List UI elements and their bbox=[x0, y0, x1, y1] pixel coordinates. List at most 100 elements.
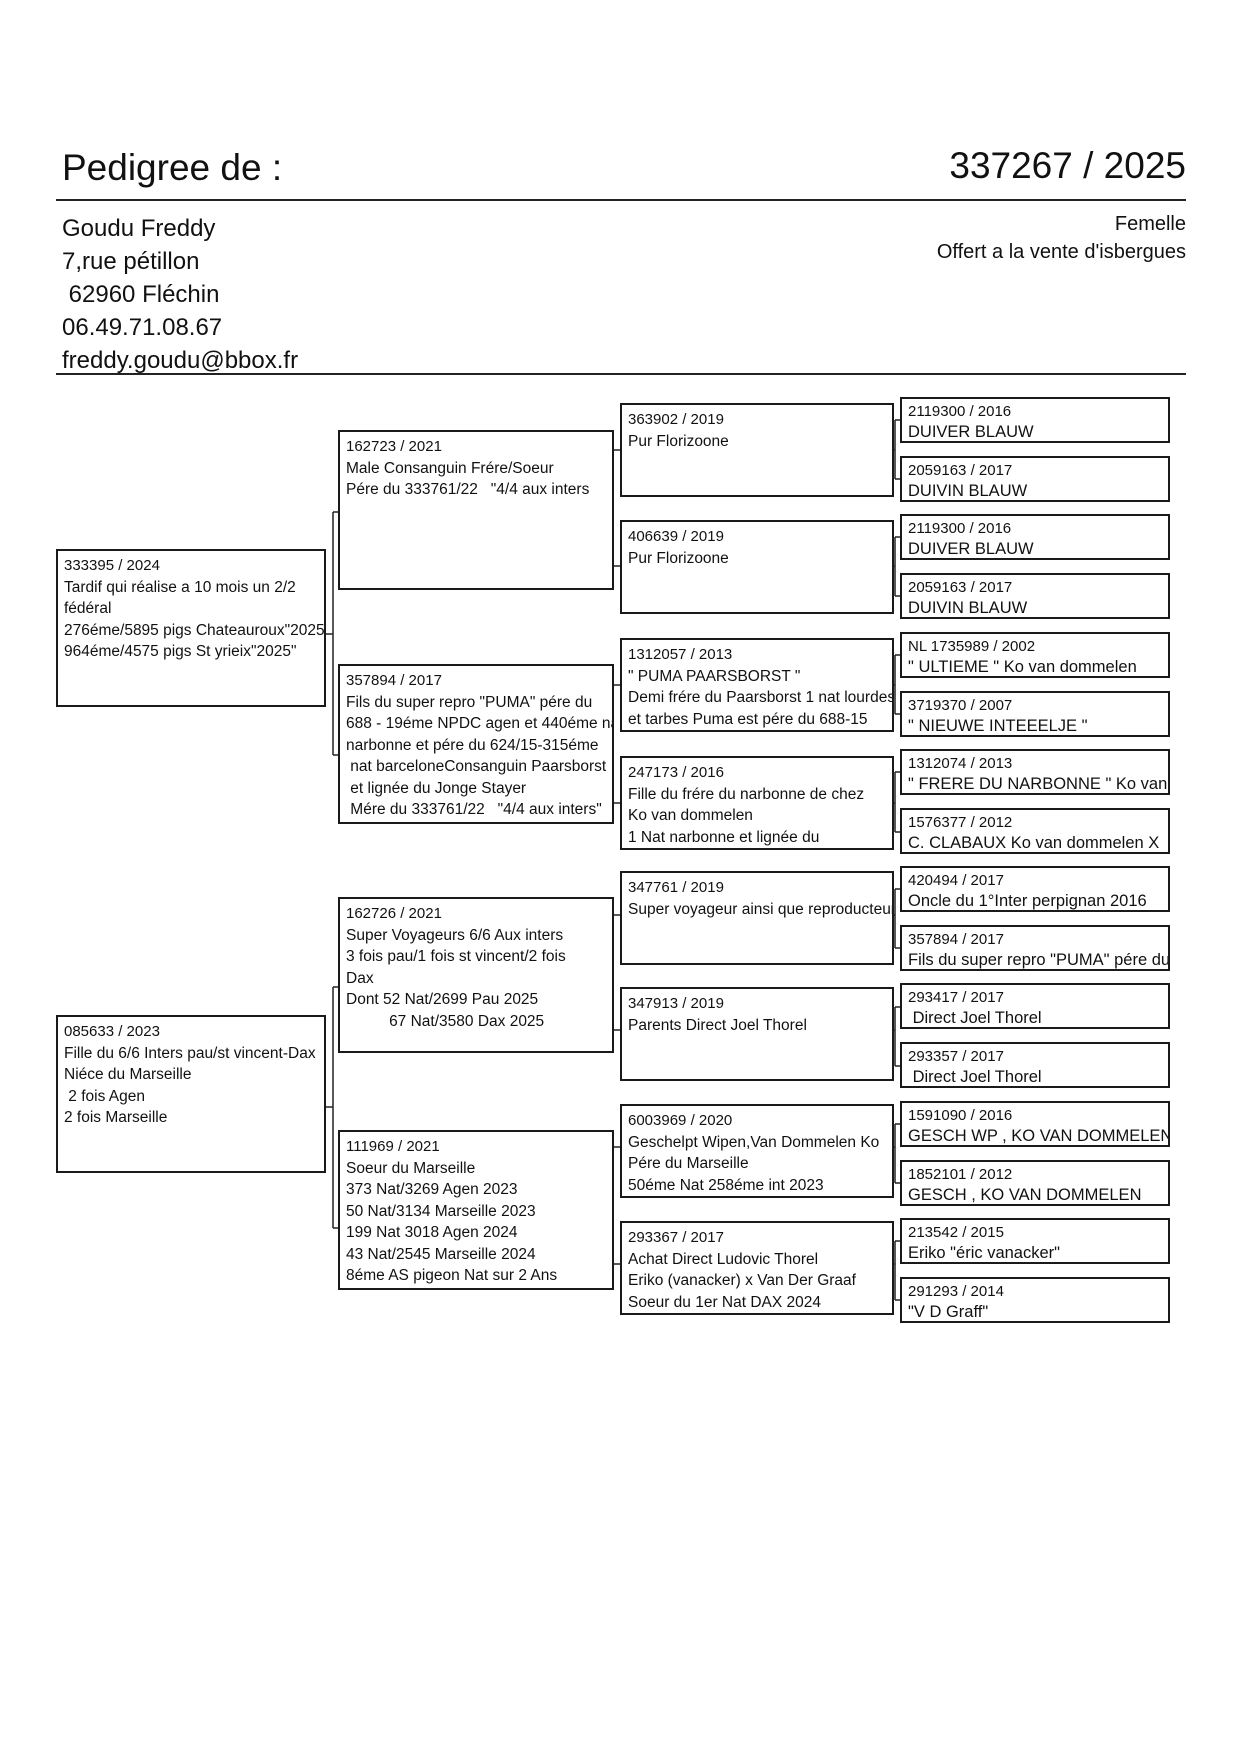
owner-email[interactable]: freddy.goudu@bbox.fr bbox=[62, 347, 299, 374]
page-title: Pedigree de : bbox=[62, 147, 283, 188]
pigeon-name: DUIVER BLAUW bbox=[908, 540, 1034, 558]
note-line: Pur Florizoone bbox=[628, 549, 729, 567]
note-line: Fils du super repro "PUMA" pére du bbox=[346, 693, 593, 711]
ring-id: 293357 / 2017 bbox=[908, 1048, 1004, 1065]
gen2-dam-dam: 111969 / 2021 Soeur du Marseille 373 Nat… bbox=[338, 1130, 614, 1290]
ring-id: 293367 / 2017 bbox=[628, 1229, 724, 1246]
ring-id: 1852101 / 2012 bbox=[908, 1166, 1013, 1183]
owner-phone: 06.49.71.08.67 bbox=[62, 314, 223, 341]
gen4-box-7: 1312074 / 2013 " FRERE DU NARBONNE " Ko … bbox=[900, 749, 1170, 795]
gen3-box-5: 347761 / 2019 Super voyageur ainsi que r… bbox=[620, 871, 894, 965]
owner-city: 62960 Fléchin bbox=[62, 281, 220, 308]
ring-id: 247173 / 2016 bbox=[628, 764, 724, 781]
gen3-box-7: 6003969 / 2020 Geschelpt Wipen,Van Domme… bbox=[620, 1104, 894, 1198]
pigeon-name: " FRERE DU NARBONNE " Ko van bbox=[908, 775, 1168, 793]
ring-id: 1576377 / 2012 bbox=[908, 814, 1013, 831]
gen3-box-3: 1312057 / 2013 " PUMA PAARSBORST " Demi … bbox=[620, 638, 894, 732]
note-line: Pur Florizoone bbox=[628, 432, 729, 450]
gen4-box-13: 1591090 / 2016 GESCH WP , KO VAN DOMMELE… bbox=[900, 1101, 1170, 1147]
header-divider bbox=[56, 199, 1186, 201]
gen4-box-15: 213542 / 2015 Eriko "éric vanacker" bbox=[900, 1218, 1170, 1264]
gen4-box-10: 357894 / 2017 Fils du super repro "PUMA"… bbox=[900, 925, 1170, 971]
note-line: Soeur du 1er Nat DAX 2024 bbox=[628, 1293, 822, 1311]
pigeon-name: DUIVIN BLAUW bbox=[908, 599, 1028, 617]
pigeon-name: "V D Graff" bbox=[908, 1303, 989, 1321]
ring-id: 162723 / 2021 bbox=[346, 438, 442, 455]
ring-id: 213542 / 2015 bbox=[908, 1224, 1004, 1241]
pigeon-name: Fils du super repro "PUMA" pére du bbox=[908, 951, 1170, 969]
ring-id: 347761 / 2019 bbox=[628, 879, 724, 896]
gen4-box-14: 1852101 / 2012 GESCH , KO VAN DOMMELEN bbox=[900, 1160, 1170, 1206]
gen4-box-9: 420494 / 2017 Oncle du 1°Inter perpignan… bbox=[900, 866, 1170, 912]
ring-id: 357894 / 2017 bbox=[346, 672, 442, 689]
note-line: 3 fois pau/1 fois st vincent/2 fois bbox=[346, 948, 566, 965]
note-line: narbonne et pére du 624/15-315éme bbox=[346, 736, 599, 754]
note-line: Super voyageur ainsi que reproducteur bbox=[628, 900, 894, 918]
ring-number: 337267 / 2025 bbox=[949, 145, 1186, 186]
note-line: Dont 52 Nat/2699 Pau 2025 bbox=[346, 991, 539, 1008]
gen4-box-5: NL 1735989 / 2002 " ULTIEME " Ko van dom… bbox=[900, 632, 1170, 678]
note-line: Fille du frére du narbonne de chez bbox=[628, 785, 865, 803]
ring-id: 2059163 / 2017 bbox=[908, 579, 1013, 596]
note-line: Super Voyageurs 6/6 Aux inters bbox=[346, 926, 564, 944]
gen3-box-8: 293367 / 2017 Achat Direct Ludovic Thore… bbox=[620, 1221, 894, 1315]
note-line: 373 Nat/3269 Agen 2023 bbox=[346, 1181, 518, 1198]
note-line: Parents Direct Joel Thorel bbox=[628, 1016, 807, 1034]
note-line: 199 Nat 3018 Agen 2024 bbox=[346, 1224, 518, 1241]
ring-id: 1312057 / 2013 bbox=[628, 646, 733, 663]
note-line: 2 fois Marseille bbox=[64, 1109, 168, 1126]
ring-id: 406639 / 2019 bbox=[628, 528, 724, 545]
note-line: Dax bbox=[346, 969, 374, 987]
note-line: 50éme Nat 258éme int 2023 bbox=[628, 1176, 824, 1194]
pigeon-name: DUIVER BLAUW bbox=[908, 423, 1034, 441]
note-line: 67 Nat/3580 Dax 2025 bbox=[346, 1012, 545, 1030]
sale-note: Offert a la vente d'isbergues bbox=[936, 241, 1186, 263]
note-line: Geschelpt Wipen,Van Dommelen Ko bbox=[628, 1133, 880, 1151]
ring-id: 085633 / 2023 bbox=[64, 1023, 160, 1040]
note-line: " PUMA PAARSBORST " bbox=[628, 667, 801, 685]
ring-id: 420494 / 2017 bbox=[908, 872, 1004, 889]
note-line: 8éme AS pigeon Nat sur 2 Ans bbox=[346, 1267, 558, 1284]
ring-id: 6003969 / 2020 bbox=[628, 1112, 733, 1129]
note-line: Pére du Marseille bbox=[628, 1155, 749, 1172]
note-line: 2 fois Agen bbox=[64, 1087, 146, 1105]
ring-id: 3719370 / 2007 bbox=[908, 697, 1013, 714]
note-line: Fille du 6/6 Inters pau/st vincent-Dax bbox=[64, 1044, 316, 1062]
pigeon-name: GESCH WP , KO VAN DOMMELEN bbox=[908, 1127, 1170, 1145]
note-line: Mére du 333761/22 "4/4 aux inters" bbox=[346, 801, 602, 818]
owner-name: Goudu Freddy bbox=[62, 215, 216, 242]
note-line: 688 - 19éme NPDC agen et 440éme nat bbox=[346, 715, 614, 732]
gen4-box-3: 2119300 / 2016 DUIVER BLAUW bbox=[900, 514, 1170, 560]
ring-id: 291293 / 2014 bbox=[908, 1283, 1004, 1300]
note-line: Eriko (vanacker) x Van Der Graaf bbox=[628, 1272, 856, 1289]
pigeon-name: " ULTIEME " Ko van dommelen bbox=[908, 658, 1137, 676]
ring-id: 2059163 / 2017 bbox=[908, 462, 1013, 479]
gen4-box-16: 291293 / 2014 "V D Graff" bbox=[900, 1277, 1170, 1323]
pigeon-name: Direct Joel Thorel bbox=[908, 1068, 1042, 1086]
gen3-box-1: 363902 / 2019 Pur Florizoone bbox=[620, 403, 894, 497]
ring-id: 111969 / 2021 bbox=[346, 1138, 440, 1155]
gen1-dam: 085633 / 2023 Fille du 6/6 Inters pau/st… bbox=[56, 1015, 326, 1173]
gen4-box-12: 293357 / 2017 Direct Joel Thorel bbox=[900, 1042, 1170, 1088]
note-line: et tarbes Puma est pére du 688-15 bbox=[628, 710, 868, 728]
note-line: Achat Direct Ludovic Thorel bbox=[628, 1250, 819, 1268]
ring-id: 363902 / 2019 bbox=[628, 411, 724, 428]
pigeon-name: " NIEUWE INTEEELJE " bbox=[908, 717, 1088, 735]
pigeon-name: Eriko "éric vanacker" bbox=[908, 1244, 1061, 1262]
ring-id: 162726 / 2021 bbox=[346, 905, 442, 922]
ring-id: 293417 / 2017 bbox=[908, 989, 1004, 1006]
note-line: Niéce du Marseille bbox=[64, 1066, 192, 1083]
note-line: fédéral bbox=[64, 600, 112, 617]
ring-id: 1312074 / 2013 bbox=[908, 755, 1013, 772]
note-line: nat barceloneConsanguin Paarsborst bbox=[346, 758, 607, 775]
note-line: 43 Nat/2545 Marseille 2024 bbox=[346, 1245, 536, 1263]
owner-street: 7,rue pétillon bbox=[62, 248, 200, 275]
pigeon-sex: Femelle bbox=[1114, 213, 1186, 235]
note-line: Demi frére du Paarsborst 1 nat lourdes bbox=[628, 689, 894, 706]
ring-id: 2119300 / 2016 bbox=[908, 520, 1012, 537]
owner-divider bbox=[56, 373, 1186, 375]
gen2-sire-sire: 162723 / 2021 Male Consanguin Frére/Soeu… bbox=[338, 430, 614, 590]
note-line: 964éme/4575 pigs St yrieix"2025" bbox=[64, 643, 297, 660]
pigeon-name: C. CLABAUX Ko van dommelen X bbox=[908, 834, 1160, 852]
note-line: 276éme/5895 pigs Chateauroux"2025" bbox=[64, 621, 326, 639]
